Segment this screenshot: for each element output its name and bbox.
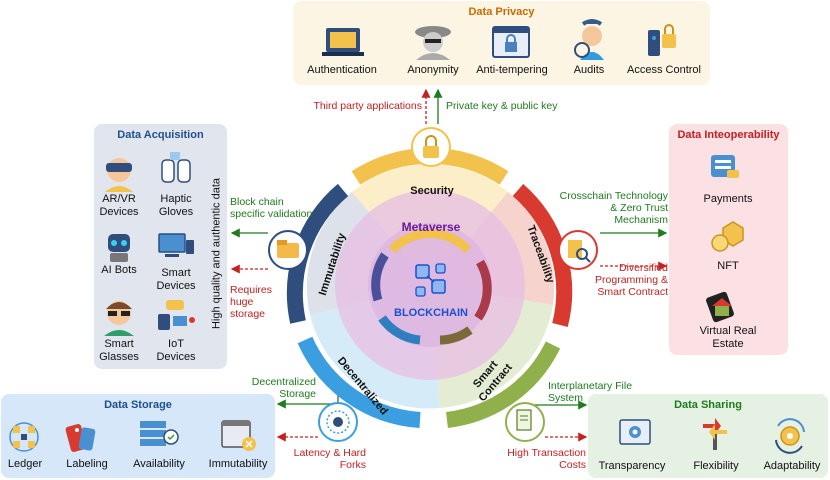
adaptability-icon [775, 418, 805, 454]
lock-icon [411, 127, 451, 167]
folder-icon [268, 230, 308, 270]
storage-item-labeling: Labeling [66, 458, 108, 470]
ann-blockchain-validation: Block chain specific validation [230, 196, 313, 220]
data-privacy-title: Data Privacy [468, 6, 535, 18]
virtual-real-estate-icon [706, 291, 734, 323]
transparency-icon [619, 419, 651, 445]
ann-third-party: Third party applications [313, 100, 422, 112]
privacy-item-anonymity: Anonymity [407, 64, 459, 76]
acq-item-smart-devices: Smart Devices [156, 267, 196, 292]
payments-icon [711, 155, 739, 178]
metaverse-label: Metaverse [401, 220, 461, 234]
ai-bot-icon [108, 234, 130, 262]
data-sharing-title: Data Sharing [674, 399, 742, 411]
sharing-item-flexibility: Flexibility [693, 460, 739, 472]
acq-item-haptic-gloves: Haptic Gloves [158, 193, 194, 218]
ann-ipfs: Interplanetary File System [548, 380, 633, 404]
audits-icon [574, 19, 604, 60]
ledger-icon [9, 422, 39, 452]
acq-side-label: High quality and authentic data [210, 177, 223, 330]
access-control-icon [648, 24, 676, 56]
immutability-storage-icon [221, 420, 256, 451]
privacy-item-audits: Audits [573, 64, 605, 76]
ar-vr-icon [105, 158, 133, 192]
arc-decentralized [297, 336, 421, 428]
iot-devices-icon [158, 300, 195, 330]
blockchain-label: BLOCKCHAIN [394, 307, 468, 319]
anonymity-icon [415, 26, 451, 60]
contract-document-icon [505, 402, 545, 442]
ann-huge-storage: Requires huge storage [230, 284, 273, 320]
flexibility-icon [703, 418, 727, 450]
segment-security-label: Security [410, 185, 454, 197]
network-hub-icon [318, 402, 358, 442]
storage-item-ledger: Ledger [7, 458, 43, 470]
ann-crosschain: Crosschain Technology & Zero Trust Mecha… [559, 190, 668, 226]
data-storage-title: Data Storage [104, 399, 172, 411]
acq-item-ar-vr: AR/VR Devices [99, 193, 139, 218]
acq-item-ai-bots: AI Bots [101, 264, 137, 276]
ann-latency: Latency & Hard Forks [293, 447, 366, 471]
smart-glasses-icon [104, 301, 134, 336]
data-acquisition-title: Data Acquisition [117, 129, 204, 141]
labeling-icon [65, 424, 96, 452]
traceability-search-icon [558, 230, 598, 270]
smart-devices-icon [158, 233, 194, 257]
data-interoperability-title: Data Inteoperability [677, 129, 780, 141]
arc-smart-contract [445, 341, 561, 428]
privacy-item-access-control: Access Control [627, 64, 701, 76]
ann-decentralized-storage: Decentralized Storage [251, 376, 316, 400]
acq-item-iot-devices: IoT Devices [156, 338, 196, 363]
sharing-item-adaptability: Adaptability [763, 460, 821, 472]
storage-item-immutability: Immutability [208, 458, 268, 470]
interop-item-nft: NFT [717, 260, 739, 272]
haptic-gloves-icon [161, 152, 191, 183]
nft-icon [711, 221, 744, 252]
availability-icon [140, 421, 179, 446]
authentication-icon [322, 28, 364, 56]
anti-tampering-icon [492, 26, 530, 58]
ann-high-tx-costs: High Transaction Costs [507, 447, 586, 471]
ann-diversified: Diversified Programming & Smart Contract [595, 262, 668, 298]
privacy-item-authentication: Authentication [307, 64, 377, 76]
blockchain-icon [415, 263, 446, 297]
acq-item-smart-glasses: Smart Glasses [99, 338, 139, 363]
interop-item-payments: Payments [703, 193, 753, 205]
ann-private-key: Private key & public key [446, 100, 558, 112]
storage-item-availability: Availability [133, 458, 185, 470]
privacy-item-anti-tempering: Anti-tempering [476, 64, 548, 76]
sharing-item-transparency: Transparency [598, 460, 666, 472]
interop-item-virtual-real-estate: Virtual Real Estate [699, 325, 757, 350]
